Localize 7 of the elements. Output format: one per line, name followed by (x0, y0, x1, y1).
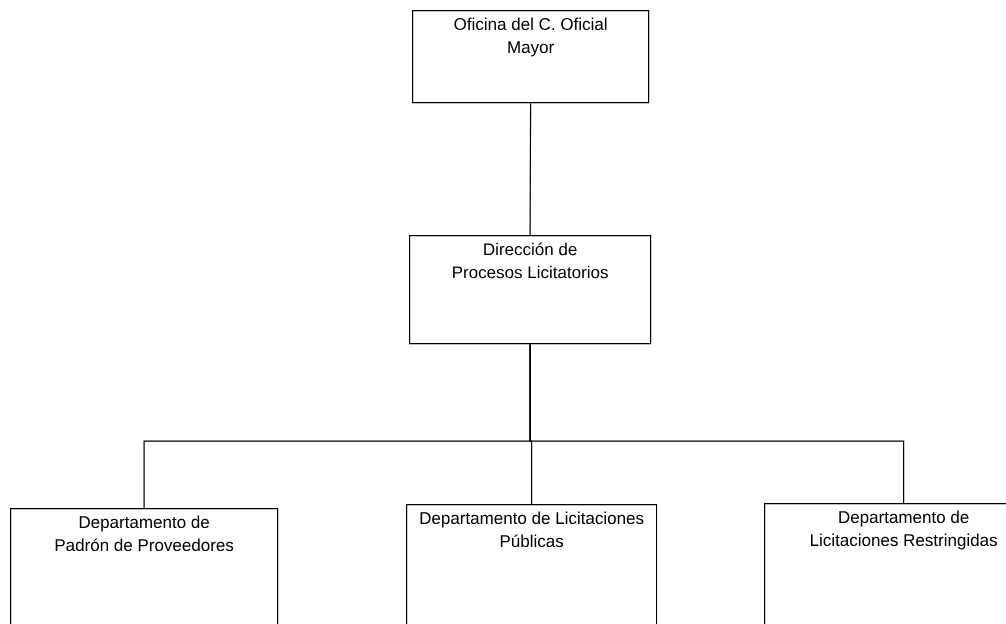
connector-line (529, 102, 532, 236)
org-box: Oficina del C. Oficial Mayor (412, 10, 650, 104)
org-box: Departamento de Licitaciones Restringidas (764, 503, 1006, 624)
org-box: Departamento de Padrón de Proveedores (10, 508, 279, 624)
org-box: Dirección de Procesos Licitatorios (409, 235, 652, 345)
connector-line (529, 343, 905, 504)
org-box: Departamento de Licitaciones Públicas (406, 504, 658, 624)
